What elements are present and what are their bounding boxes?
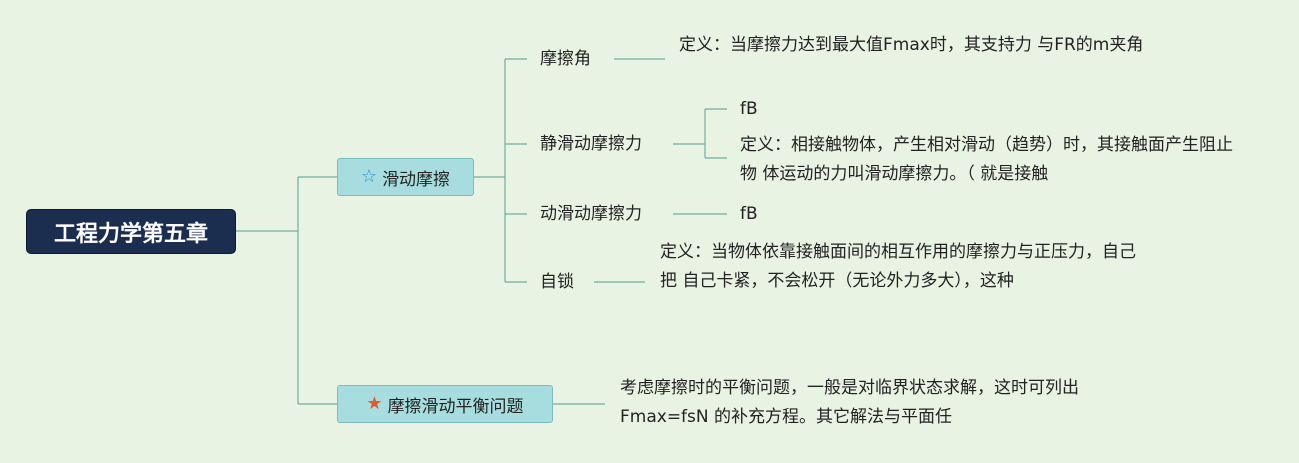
star-solid-icon: ★	[366, 393, 383, 414]
subtopic-self-locking[interactable]: 自锁	[540, 272, 574, 292]
root-topic[interactable]: 工程力学第五章	[26, 209, 236, 254]
topic-friction-equilibrium[interactable]: ★ 摩擦滑动平衡问题	[337, 385, 553, 423]
star-outline-icon: ☆	[360, 166, 378, 187]
detail-self-locking-definition[interactable]: 定义：当物体依靠接触面间的相互作用的摩擦力与正压力，自己把 自己卡紧，不会松开（…	[660, 242, 1136, 291]
subtopic-static-friction[interactable]: 静滑动摩擦力	[540, 134, 642, 154]
detail-friction-angle-definition[interactable]: 定义：当摩擦力达到最大值Fmax时，其支持力 与FR的m夹角	[679, 35, 1144, 55]
detail-kinetic-fb[interactable]: fB	[740, 204, 758, 224]
detail-equilibrium-definition[interactable]: 考虑摩擦时的平衡问题，一般是对临界状态求解，这时可列出Fmax=fsN 的补充方…	[620, 378, 1079, 427]
detail-static-definition[interactable]: 定义：相接触物体，产生相对滑动（趋势）时，其接触面产生阻止物 体运动的力叫滑动摩…	[740, 135, 1233, 184]
topic-sliding-friction[interactable]: ☆ 滑动摩擦	[337, 158, 474, 196]
subtopic-kinetic-friction[interactable]: 动滑动摩擦力	[540, 204, 642, 224]
topic-label: 摩擦滑动平衡问题	[387, 396, 524, 417]
detail-static-fb[interactable]: fB	[740, 99, 758, 119]
subtopic-friction-angle[interactable]: 摩擦角	[540, 49, 591, 69]
topic-label: 滑动摩擦	[382, 169, 451, 190]
